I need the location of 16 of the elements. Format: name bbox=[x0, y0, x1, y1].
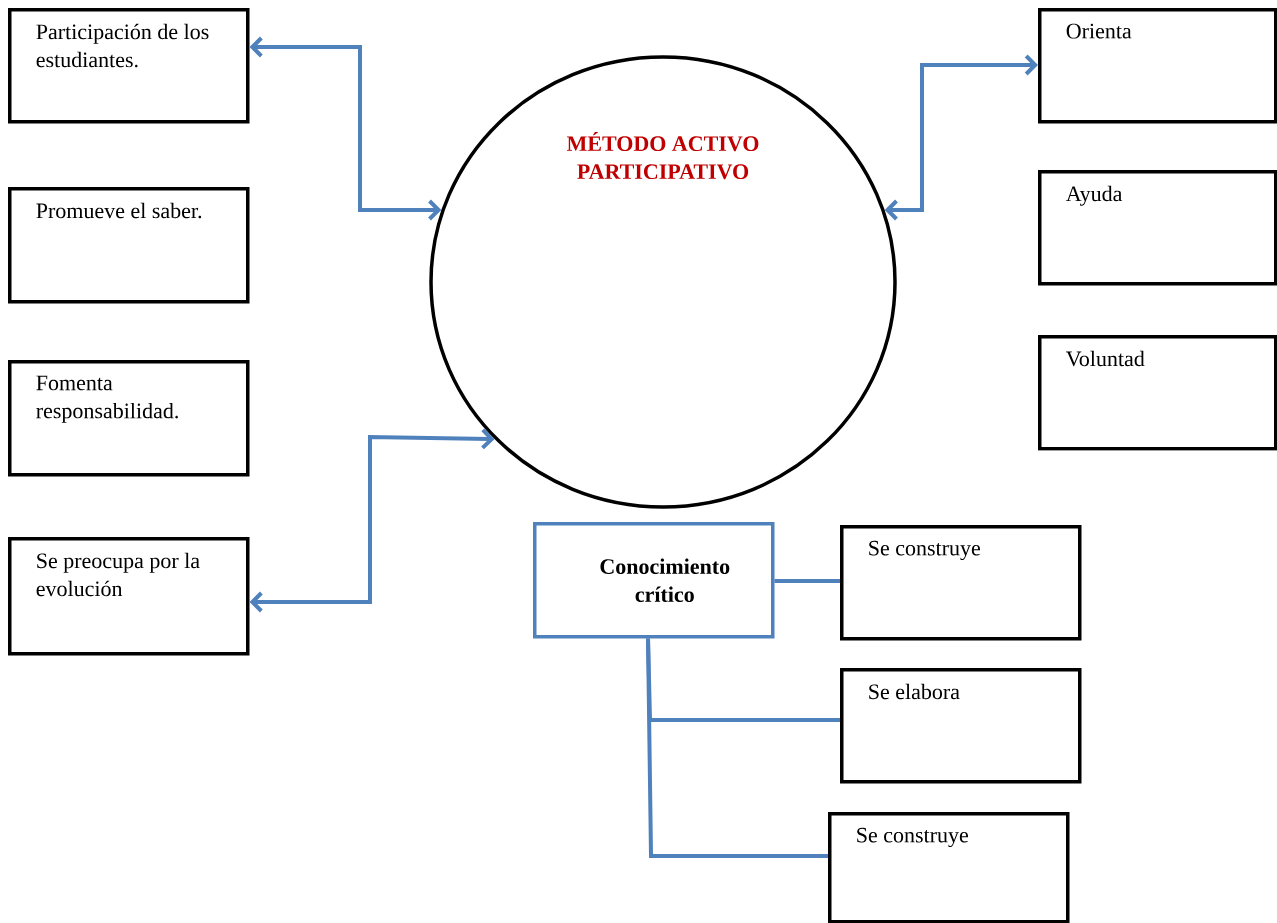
text-box: Orienta bbox=[1038, 8, 1277, 124]
text-box: Se preocupa por la evolución bbox=[8, 537, 250, 656]
text-box: Se construye bbox=[828, 812, 1070, 923]
text-box: Fomenta responsabilidad. bbox=[8, 360, 250, 477]
text-box: Ayuda bbox=[1038, 170, 1277, 286]
text-box: Participación de los estudiantes. bbox=[8, 8, 250, 124]
connector bbox=[646, 638, 828, 858]
connector bbox=[249, 36, 442, 221]
connector bbox=[774, 579, 840, 583]
concept-box: Conocimiento crítico bbox=[533, 522, 775, 639]
connector bbox=[884, 54, 1038, 221]
text-box: Se elabora bbox=[840, 668, 1082, 784]
connector bbox=[249, 428, 495, 613]
text-box: Promueve el saber. bbox=[8, 187, 250, 304]
text-box: Se construye bbox=[840, 525, 1082, 641]
text-box: Voluntad bbox=[1038, 335, 1277, 451]
